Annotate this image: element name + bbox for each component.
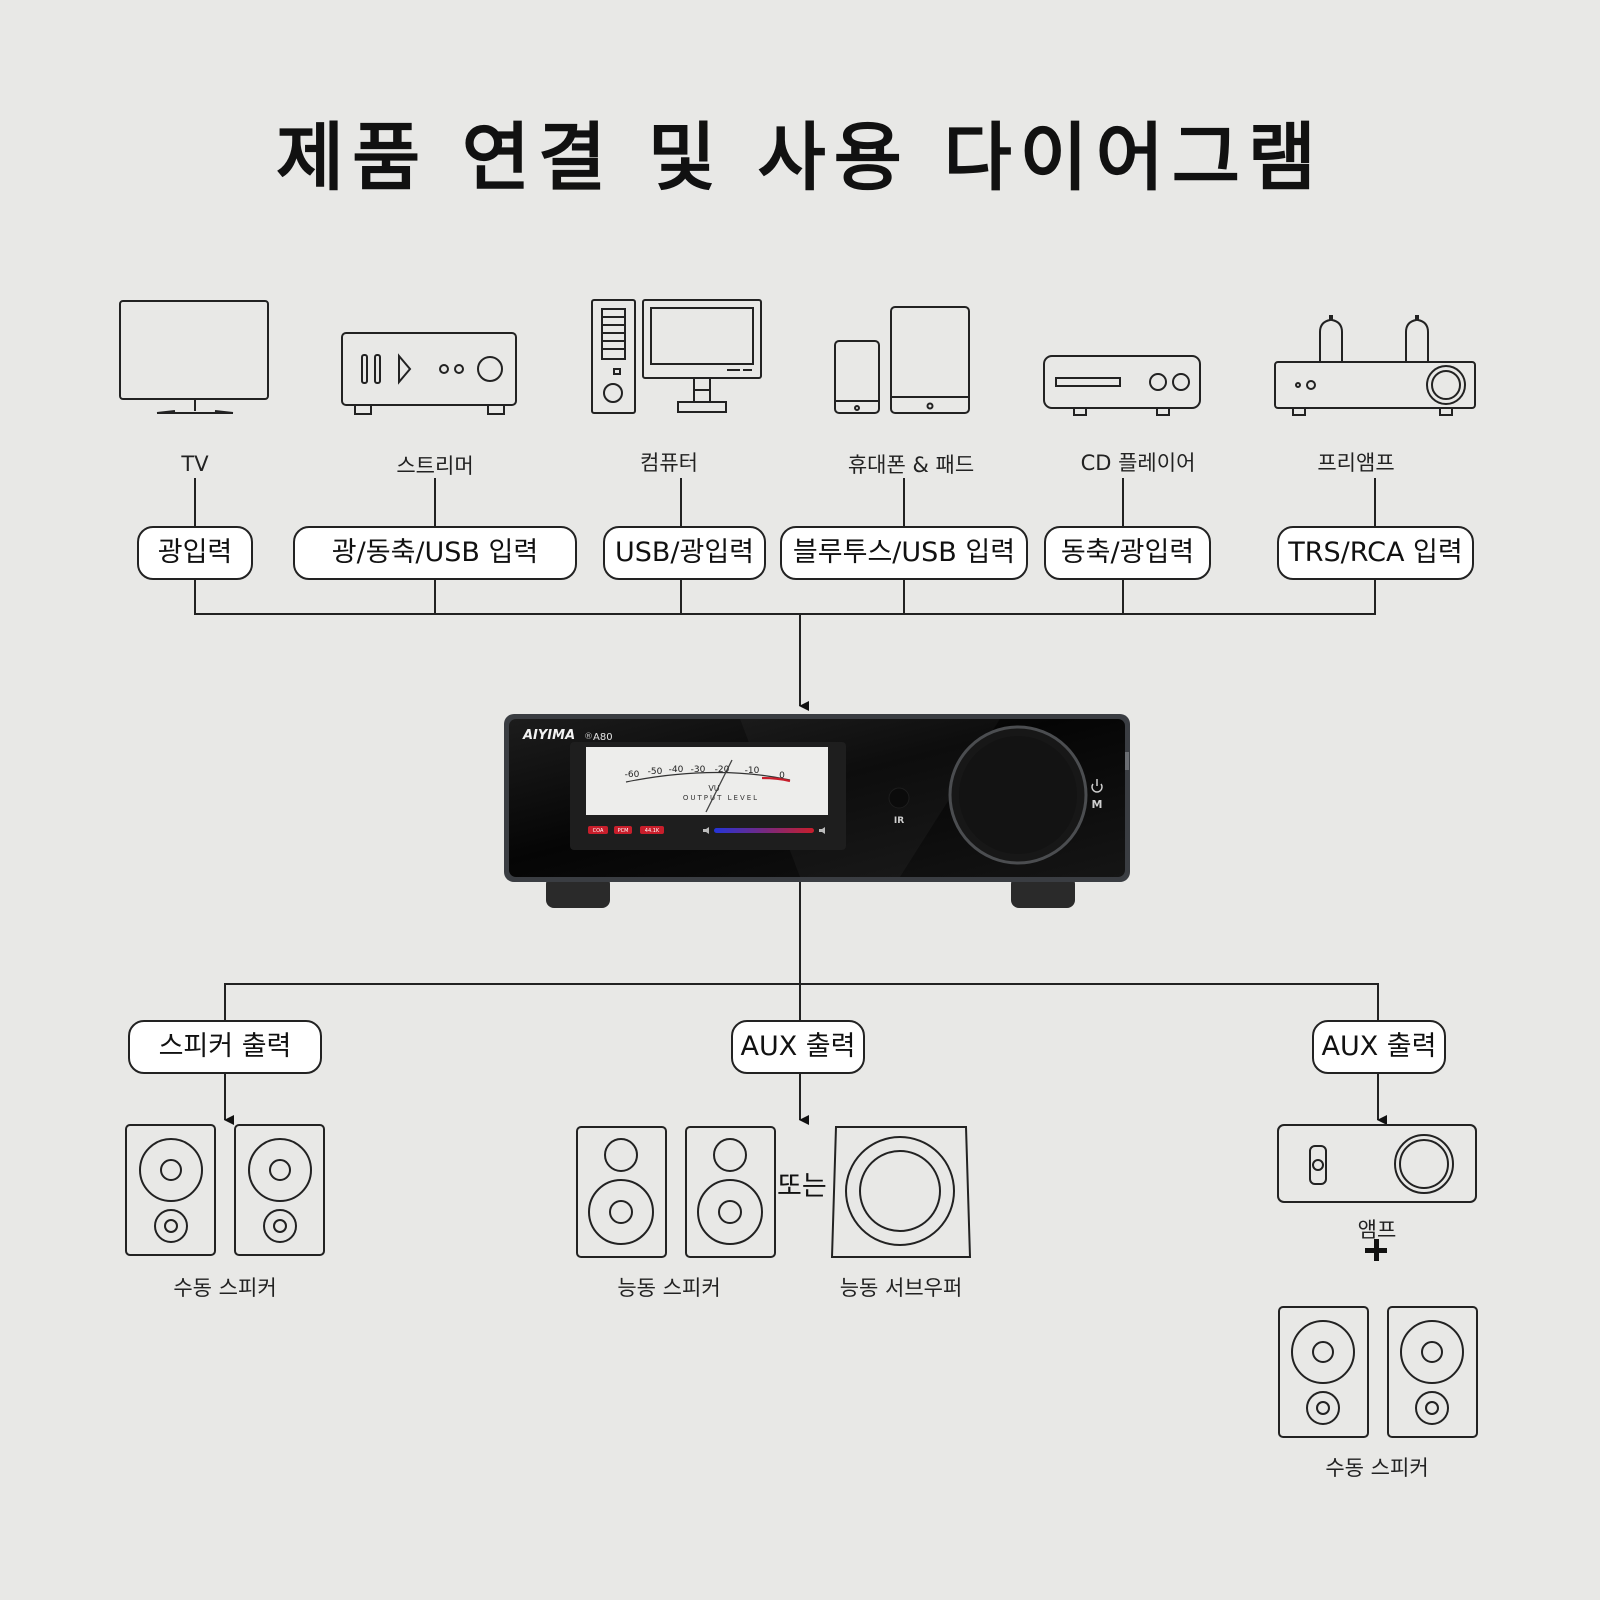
volume-up-icon [819,827,825,834]
or-label: 또는 [777,1171,827,1202]
status-badge [640,826,664,834]
vu-scale-label: -50 [648,767,663,777]
page-title: 제품 연결 및 사용 다이어그램 [275,115,1324,201]
device-foot-left [546,876,610,908]
vu-scale-label: -60 [625,770,640,780]
source-label-preamp: 프리앰프 [1317,451,1395,475]
device-label-passive-speaker-2: 수동 스피커 [1325,1456,1429,1480]
amp-icon [1277,1124,1477,1203]
subwoofer-icon [830,1126,972,1258]
streamer-icon [341,332,517,415]
output-connector-lines [224,882,1387,1125]
ir-label: IR [894,816,904,826]
mode-label: M [1092,798,1103,811]
status-badge-text: 44.1K [645,828,660,834]
vu-scale-label: 0 [779,771,785,781]
source-label-phone-pad: 휴대폰 & 패드 [847,453,975,477]
input-pill-optical: 광입력 [137,526,253,580]
input-pill-computer: USB/광입력 [603,526,766,580]
input-pill-streamer: 광/동축/USB 입력 [293,526,577,580]
computer-icon [591,299,762,414]
source-label-streamer: 스트리머 [396,454,474,478]
passive-speakers-icon [125,1124,325,1256]
source-label-computer: 컴퓨터 [640,451,698,475]
vu-meter-face [586,747,828,815]
ir-sensor [888,787,910,809]
input-pill-coax: 동축/광입력 [1044,526,1211,580]
passive-speakers-2-icon [1278,1306,1478,1438]
output-pill-speaker: 스피커 출력 [128,1020,322,1074]
device-label-subwoofer: 능동 서브우퍼 [839,1276,963,1300]
vu-scale-label: -20 [715,765,730,775]
meter-caption: OUTPUT LEVEL [683,794,759,802]
vu-label: VU [708,784,719,793]
vu-scale-label: -40 [669,765,684,775]
tube-preamp-icon [1274,315,1476,416]
amplifier-device: -60 -50 -40 -30 -20 -10 0 VU OUTPUT LEVEL COA P… [504,714,1130,908]
vu-scale-label: -10 [745,766,760,776]
device-label-amp: 앰프 [1357,1218,1397,1242]
status-badge-text: COA [593,828,604,834]
phone-tablet-icon [834,306,970,414]
source-label-tv: TV [181,452,209,476]
cd-player-icon [1043,355,1201,416]
device-label-passive-speaker: 수동 스피커 [173,1276,277,1300]
active-speakers-icon [576,1126,776,1258]
status-badge [614,826,632,834]
device-label-active-speaker: 능동 스피커 [617,1276,721,1300]
volume-bar [714,828,814,833]
power-icon [1091,779,1103,793]
input-connector-lines [194,478,1376,711]
source-label-cd-player: CD 플레이어 [1080,451,1196,475]
svg-text:®: ® [584,732,593,742]
input-pill-trs-rca: TRS/RCA 입력 [1277,526,1474,580]
vu-scale-label: -30 [691,765,706,775]
output-pill-aux: AUX 출력 [731,1020,865,1074]
brand-logo: AIYIMA [522,728,575,743]
tv-icon [119,300,269,414]
vu-needle [705,759,733,813]
status-badge [588,826,608,834]
model-name: A80 [593,732,613,743]
status-badge-text: PCM [618,828,629,834]
input-pill-bluetooth: 블루투스/USB 입력 [780,526,1028,580]
volume-knob [959,736,1077,854]
output-pill-aux-2: AUX 출력 [1312,1020,1446,1074]
device-foot-right [1011,876,1075,908]
volume-down-icon [703,827,709,834]
